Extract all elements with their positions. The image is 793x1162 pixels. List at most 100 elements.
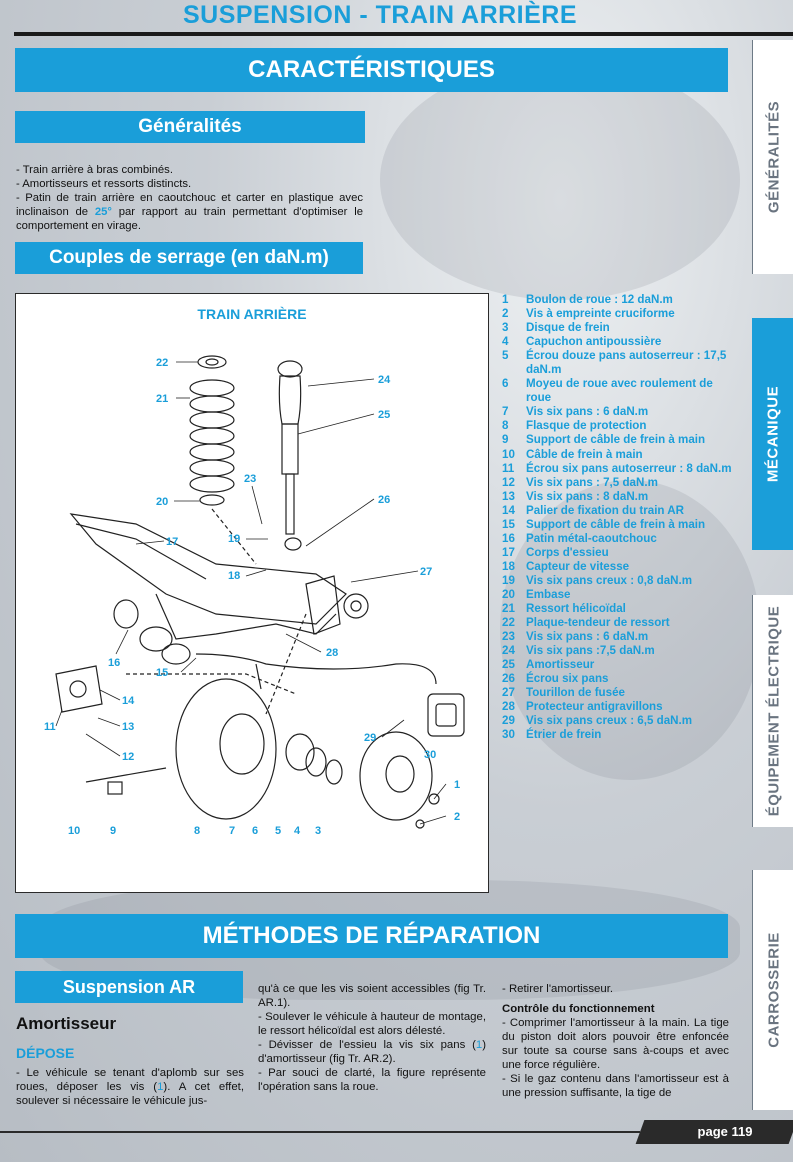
diagram-title: TRAIN ARRIÈRE [197, 306, 307, 322]
shock-absorber-part [277, 360, 303, 551]
legend-text: Vis à empreinte cruciforme [526, 307, 675, 321]
legend-number: 10 [502, 447, 515, 461]
callout-9: 9 [110, 825, 116, 837]
legend-text: Vis six pans : 6 daN.m [526, 630, 649, 644]
legend-number: 17 [502, 545, 515, 559]
bearing-bracket-part [55, 665, 103, 713]
legend-number: 2 [502, 307, 509, 321]
callout-14: 14 [122, 695, 135, 707]
legend-text: Vis six pans : 8 daN.m [526, 489, 649, 503]
legend-number: 21 [502, 602, 515, 616]
backing-plate-part [175, 678, 277, 820]
brake-line-part [195, 653, 437, 685]
legend-number: 7 [502, 405, 509, 419]
callout-11: 11 [44, 721, 56, 733]
tab-mecanique[interactable]: MÉCANIQUE [752, 318, 793, 550]
amortisseur-heading: Amortisseur [16, 1014, 117, 1033]
callout-30: 30 [424, 749, 436, 761]
repair-paragraph: - Si le gaz contenu dans l'amortisseur e… [502, 1073, 729, 1099]
legend-number: 25 [502, 658, 515, 672]
legend-item: 29 Vis six pans creux : 6,5 daN.m [502, 714, 734, 728]
page-title: SUSPENSION - TRAIN ARRIÈRE [182, 1, 578, 29]
legend-text: Vis six pans : 7,5 daN.m [526, 475, 658, 489]
repair-paragraph: - Soulever le véhicule à hauteur de mont… [258, 1011, 486, 1037]
repair-column-3: - Retirer l'amortisseur. Contrôle du fon… [502, 982, 729, 1100]
legend-item: 25 Amortisseur [502, 658, 734, 672]
callout-1: 1 [454, 779, 460, 791]
legend-text: Étrier de frein [526, 728, 602, 742]
tab-carrosserie[interactable]: CARROSSERIE [752, 870, 793, 1110]
legend-number: 29 [502, 714, 515, 728]
callout-16: 16 [108, 657, 120, 669]
callout-20: 20 [156, 496, 168, 508]
legend-text: Vis six pans creux : 6,5 daN.m [526, 714, 693, 728]
legend-text: Embase [526, 587, 571, 601]
torques-band: Couples de serrage (en daN.m) [15, 242, 363, 274]
legend-text: Tourillon de fusée [526, 686, 625, 700]
legend-item: 30 Étrier de frein [502, 728, 734, 742]
legend-text: Boulon de roue : 12 daN.m [526, 293, 673, 306]
generalities-line: - Patin de train arrière en caoutchouc e… [16, 191, 363, 233]
callout-5: 5 [275, 825, 281, 837]
callout-29: 29 [364, 732, 376, 744]
legend-text: Écrou six pans autoserreur : 8 daN.m [526, 461, 732, 475]
callout-2: 2 [454, 811, 460, 823]
cable-support-part [107, 781, 123, 795]
legend-item: 7 Vis six pans : 6 daN.m [502, 405, 734, 419]
legend-number: 30 [502, 728, 515, 742]
legend-number: 18 [502, 559, 515, 573]
callout-12: 12 [122, 751, 134, 763]
repair-text-part: - Dévisser de l'essieu la vis six pans ( [258, 1039, 476, 1051]
callout-26: 26 [378, 494, 390, 506]
legend-text: Amortisseur [526, 658, 595, 672]
generalities-line: - Train arrière à bras combinés. [16, 164, 173, 176]
repair-paragraph: - Retirer l'amortisseur. [502, 983, 614, 995]
background-photo-shape [500, 480, 760, 780]
legend-text: Ressort hélicoïdal [526, 602, 626, 616]
callout-28: 28 [326, 647, 338, 659]
repair-column-1: - Le véhicule se tenant d'aplomb sur ses… [16, 1066, 244, 1108]
callout-4: 4 [294, 825, 301, 837]
axle-body-part [69, 513, 347, 640]
callout-10: 10 [68, 825, 80, 837]
legend-text: Capteur de vitesse [526, 559, 630, 573]
tab-equipement-electrique[interactable]: ÉQUIPEMENT ÉLECTRIQUE [752, 595, 793, 827]
parts-legend: 1 Boulon de roue : 12 daN.m 2 Vis à emprein… [502, 293, 734, 743]
legend-text: Protecteur antigravillons [526, 700, 663, 714]
generalities-text-part: - Patin de train arrière en caoutchouc e… [16, 192, 363, 218]
repair-paragraph: qu'à ce que les vis soient accessibles (… [258, 983, 486, 1009]
repair-paragraph: - Par souci de clarté, la figure représe… [258, 1067, 486, 1093]
legend-text: Vis six pans :7,5 daN.m [526, 644, 655, 658]
repair-paragraph: - Le véhicule se tenant d'aplomb sur ses… [16, 1066, 244, 1108]
generalities-text: - Train arrière à bras combinés. - Amort… [16, 163, 363, 233]
tab-label: CARROSSERIE [765, 932, 782, 1048]
legend-text: Écrou six pans [526, 672, 609, 686]
brake-disc-part [359, 731, 433, 821]
legend-number: 1 [502, 293, 509, 306]
screw-part [415, 819, 425, 829]
legend-number: 14 [502, 503, 515, 517]
legend-number: 6 [502, 377, 509, 391]
tab-generalites[interactable]: GÉNÉRALITÉS [752, 40, 793, 274]
coil-spring-part [189, 379, 235, 493]
legend-text: Support de câble de frein à main [526, 433, 706, 447]
legend-item: 21 Ressort hélicoïdal [502, 602, 734, 616]
generalities-text-part: par rapport au train permettant d'optimi… [16, 206, 363, 232]
generalities-band: Généralités [15, 111, 365, 143]
page-number: page 119 [697, 1124, 753, 1139]
legend-text: Vis six pans : 6 daN.m [526, 405, 649, 419]
depose-heading: DÉPOSE [16, 1045, 75, 1061]
legend-text: Flasque de protection [526, 419, 647, 433]
